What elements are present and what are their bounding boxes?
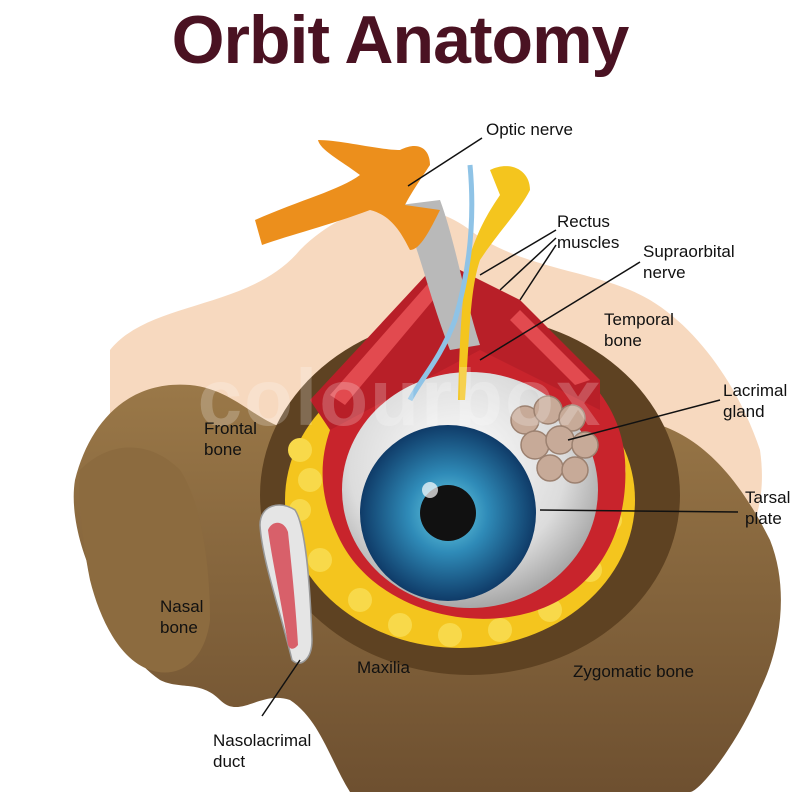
label-lacrimal-line2: gland bbox=[723, 402, 765, 421]
diagram-title: Orbit Anatomy bbox=[171, 2, 630, 78]
label-frontal-line1: Frontal bbox=[204, 419, 257, 438]
label-supraorbital-line2: nerve bbox=[643, 263, 686, 282]
label-nasolacrimal-duct: Nasolacrimal duct bbox=[213, 730, 311, 772]
label-rectus-line1: Rectus bbox=[557, 212, 610, 231]
label-optic-nerve: Optic nerve bbox=[486, 119, 573, 140]
label-zygomatic-bone: Zygomatic bone bbox=[573, 661, 694, 682]
label-temporal-line1: Temporal bbox=[604, 310, 674, 329]
label-rectus-muscles: Rectus muscles bbox=[557, 211, 619, 253]
label-supraorbital-nerve: Supraorbital nerve bbox=[643, 241, 735, 283]
label-nasolacrimal-line2: duct bbox=[213, 752, 246, 771]
label-optic-nerve-text: Optic nerve bbox=[486, 120, 573, 139]
label-temporal-line2: bone bbox=[604, 331, 642, 350]
label-tarsal-line2: plate bbox=[745, 509, 782, 528]
pupil bbox=[420, 485, 476, 541]
label-rectus-line2: muscles bbox=[557, 233, 620, 252]
blue-vessel bbox=[407, 164, 475, 402]
label-nasal-line1: Nasal bbox=[160, 597, 204, 616]
label-nasal-line2: bone bbox=[160, 618, 198, 637]
label-zygomatic-text: Zygomatic bone bbox=[573, 662, 694, 681]
label-frontal-bone: Frontal bone bbox=[204, 418, 257, 460]
label-nasal-bone: Nasal bone bbox=[160, 596, 203, 638]
optic-nerve-orange bbox=[255, 140, 440, 250]
label-tarsal-line1: Tarsal bbox=[745, 488, 791, 507]
label-temporal-bone: Temporal bone bbox=[604, 309, 674, 351]
label-maxilia: Maxilia bbox=[357, 657, 410, 678]
label-nasolacrimal-line1: Nasolacrimal bbox=[213, 731, 312, 750]
supraorbital-nerve bbox=[458, 166, 530, 400]
label-lacrimal-gland: Lacrimal gland bbox=[723, 380, 787, 422]
label-supraorbital-line1: Supraorbital bbox=[643, 242, 735, 261]
label-frontal-line2: bone bbox=[204, 440, 242, 459]
label-maxilia-text: Maxilia bbox=[357, 658, 410, 677]
label-tarsal-plate: Tarsal plate bbox=[745, 487, 790, 529]
lacrimal-gland-shape bbox=[510, 395, 599, 484]
leader-lines bbox=[261, 137, 739, 717]
nasal-bone-shape bbox=[79, 447, 211, 673]
label-lacrimal-line1: Lacrimal bbox=[723, 381, 788, 400]
